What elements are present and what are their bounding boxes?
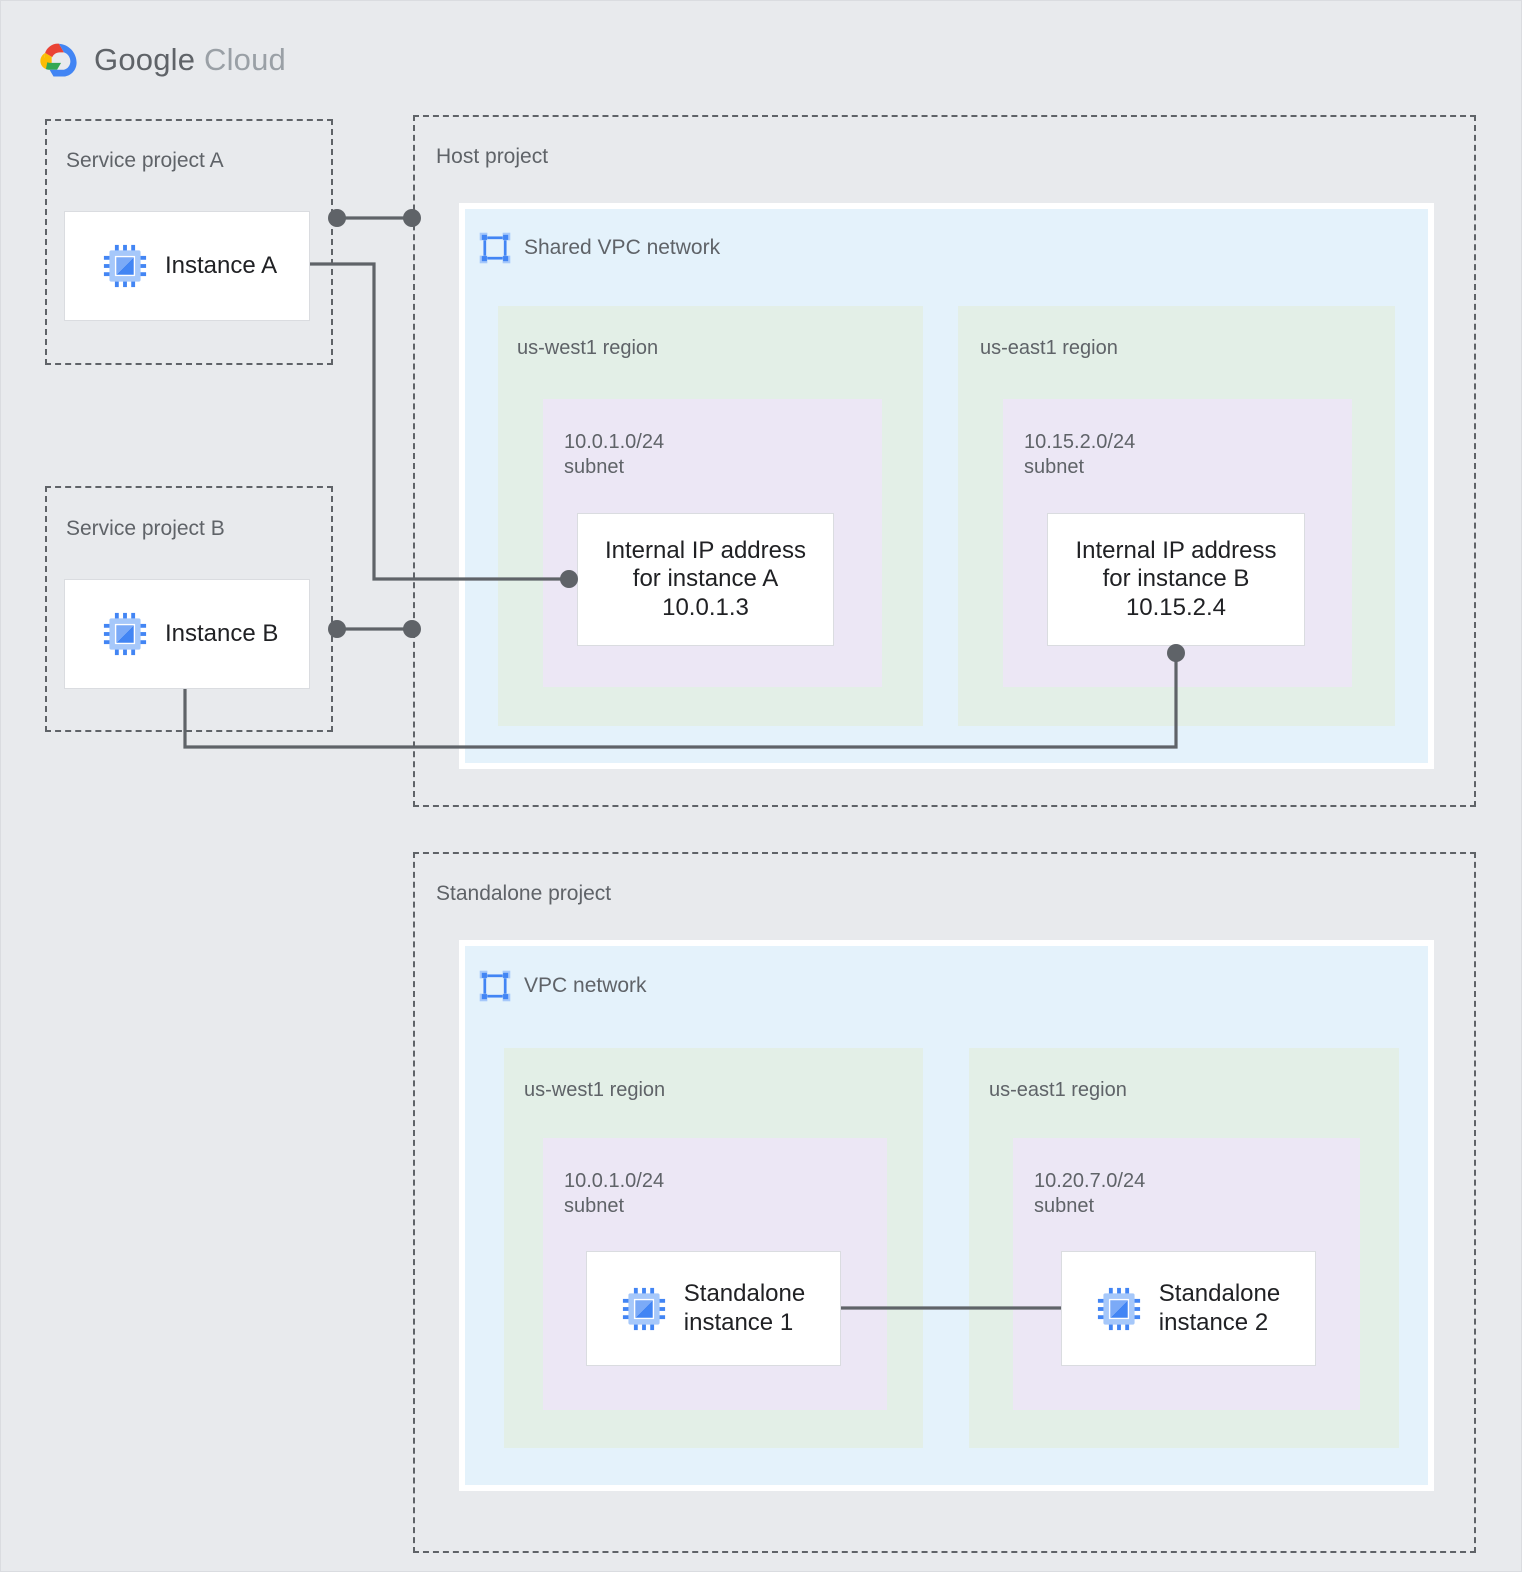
google-cloud-logo-icon (40, 43, 77, 77)
vpc-network-icon (479, 232, 511, 264)
subnet-label-standalone-10-0-1-0: 10.0.1.0/24 subnet (564, 1170, 665, 1217)
google-cloud-logo: Google Cloud (35, 37, 286, 83)
network-header-shared-vpc: Shared VPC network (478, 231, 720, 265)
node-standalone-instance-2[interactable]: Standalone instance 2 (1061, 1251, 1316, 1366)
network-label-shared-vpc: Shared VPC network (524, 236, 721, 259)
project-frame-service-project-a[interactable] (45, 119, 333, 365)
node-label-instance-a: Instance A (165, 251, 278, 279)
node-label-internal-ip-instance-b: Internal IP address for instance B 10.15… (1075, 537, 1277, 621)
node-label-standalone-instance-1: Standalone instance 1 (683, 1280, 806, 1336)
logo-word-cloud: Cloud (204, 42, 286, 77)
compute-engine-chip-icon (103, 244, 147, 288)
node-internal-ip-instance-b[interactable]: Internal IP address for instance B 10.15… (1047, 513, 1305, 646)
node-instance-b[interactable]: Instance B (64, 579, 310, 689)
node-instance-a[interactable]: Instance A (64, 211, 310, 321)
subnet-label-host-10-15-2-0: 10.15.2.0/24 subnet (1024, 431, 1136, 478)
compute-engine-chip-icon (103, 612, 147, 656)
network-header-vpc: VPC network (478, 969, 647, 1003)
logo-wordmark: Google Cloud (94, 42, 286, 78)
logo-word-google: Google (94, 42, 196, 77)
project-label-service-project-b: Service project B (66, 517, 225, 540)
node-standalone-instance-1[interactable]: Standalone instance 1 (586, 1251, 841, 1366)
region-label-standalone-us-east1: us-east1 region (989, 1079, 1127, 1101)
region-label-host-us-west1: us-west1 region (517, 337, 659, 359)
compute-engine-chip-icon (622, 1287, 665, 1330)
node-internal-ip-instance-a[interactable]: Internal IP address for instance A 10.0.… (577, 513, 834, 646)
node-label-instance-b: Instance B (165, 619, 279, 647)
node-label-standalone-instance-2: Standalone instance 2 (1158, 1280, 1281, 1336)
compute-engine-chip-icon (1097, 1287, 1140, 1330)
node-label-internal-ip-instance-a: Internal IP address for instance A 10.0.… (604, 537, 806, 621)
vpc-network-icon (479, 970, 511, 1002)
network-label-vpc: VPC network (524, 974, 647, 997)
project-label-service-project-a: Service project A (66, 149, 224, 172)
subnet-label-standalone-10-20-7-0: 10.20.7.0/24 subnet (1034, 1170, 1146, 1217)
project-label-host-project: Host project (436, 145, 549, 168)
subnet-label-host-10-0-1-0: 10.0.1.0/24 subnet (564, 431, 665, 478)
region-label-standalone-us-west1: us-west1 region (524, 1079, 666, 1101)
project-frame-standalone-project[interactable] (413, 852, 1476, 1553)
project-label-standalone-project: Standalone project (436, 882, 612, 905)
region-label-host-us-east1: us-east1 region (980, 337, 1118, 359)
